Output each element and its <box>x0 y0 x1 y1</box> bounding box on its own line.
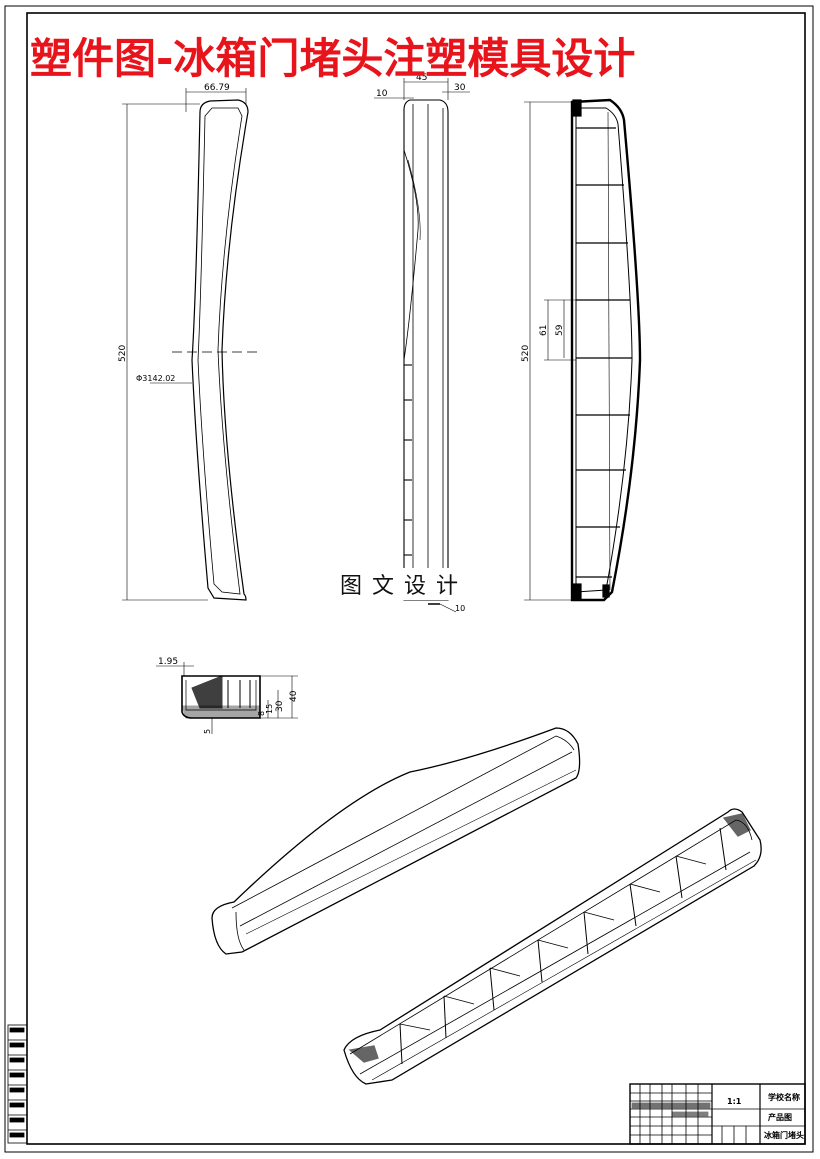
watermark-text: 图文设计 <box>336 568 473 600</box>
dim-front-height: 520 <box>118 345 128 362</box>
dim-section-h2: 30 <box>275 700 285 712</box>
title-block-part-name: 冰箱门堵头 <box>764 1130 804 1140</box>
dim-section-top: 1.95 <box>158 657 178 667</box>
isometric-view-bottom <box>343 808 762 1085</box>
section-detail-view <box>156 662 298 734</box>
dim-back-rib-inner: 59 <box>555 324 565 336</box>
dim-side-mid: 45 <box>416 73 427 83</box>
back-view <box>524 98 642 602</box>
dim-section-bottom: 5 <box>203 729 212 734</box>
dim-side-right: 30 <box>454 83 466 93</box>
drawing-title: 塑件图-冰箱门堵头注塑模具设计 <box>30 34 636 83</box>
dim-detail-angle: 10 <box>455 604 465 613</box>
inner-border <box>26 12 806 1145</box>
front-view <box>122 88 262 601</box>
dim-back-height: 520 <box>521 345 531 362</box>
title-block <box>629 1083 806 1145</box>
dim-front-width: 66.79 <box>204 83 230 93</box>
side-view <box>374 78 470 613</box>
dim-front-radius: Φ3142.02 <box>136 374 175 383</box>
outer-border <box>4 5 814 1153</box>
title-block-scale: 1:1 <box>727 1097 742 1106</box>
dim-side-left: 10 <box>376 89 388 99</box>
dim-back-rib-outer: 61 <box>539 325 549 336</box>
dim-section-h1: 40 <box>289 690 299 702</box>
margin-signature-strip <box>7 1024 28 1144</box>
title-block-product: 产品图 <box>768 1112 792 1122</box>
dim-section-h3: 15 <box>265 704 274 714</box>
title-block-school: 学校名称 <box>768 1092 800 1102</box>
isometric-view-top <box>211 727 581 955</box>
dim-section-h4: 8 <box>257 711 266 716</box>
